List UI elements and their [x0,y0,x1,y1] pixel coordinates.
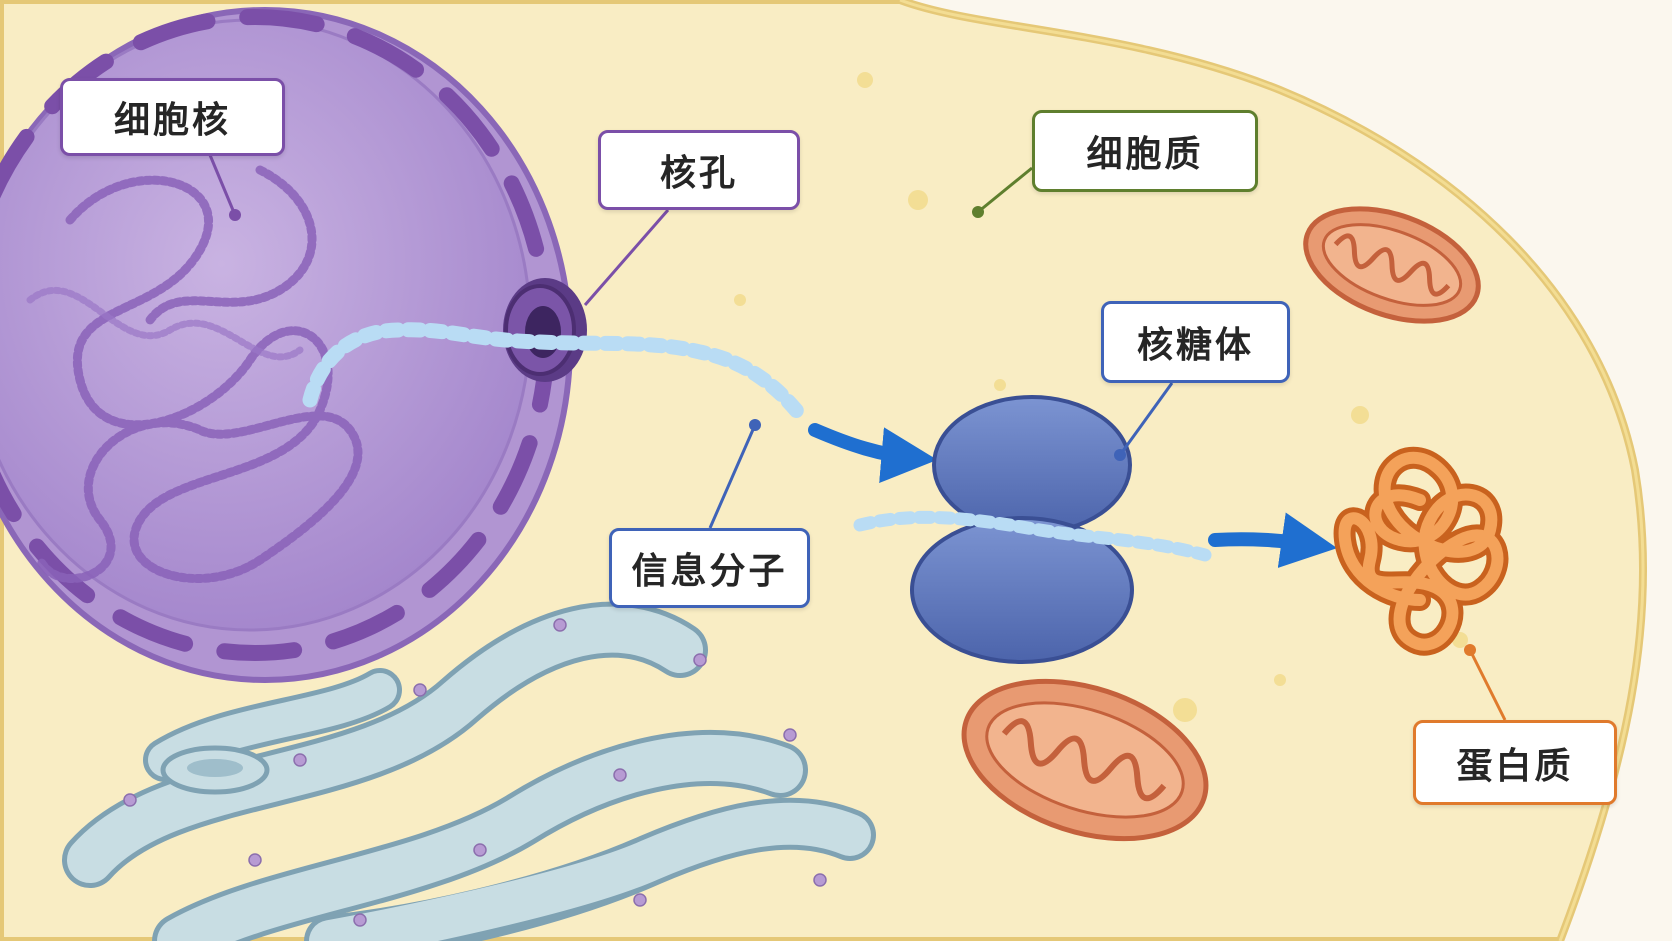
transport-arrow [808,423,938,484]
er-bound-ribosomes [123,618,827,927]
ribosome [910,395,1134,664]
leader-protein [1468,649,1507,721]
er-tube-hole [187,759,243,777]
label-ribosome: 核糖体 [1101,301,1290,383]
product-arrow [1208,512,1338,568]
messenger-molecule-beads [302,322,808,423]
leader-nuclear-pore [583,209,670,306]
label-messenger: 信息分子 [609,528,810,608]
label-cytoplasm: 细胞质 [1032,110,1258,192]
nuclear-pore [503,278,587,382]
leader-cytoplasm [977,166,1033,214]
folded-protein-highlight [1338,451,1504,651]
label-nuclear-pore: 核孔 [598,130,800,210]
ribosome-mrna-beads [853,510,1212,562]
chromatin-strand [26,286,304,361]
label-protein: 蛋白质 [1413,720,1617,805]
label-nucleus: 细胞核 [60,78,285,156]
leader-nucleus [208,154,237,216]
leader-messenger [708,424,757,529]
mitochondrion [1303,206,1481,324]
leader-lines [208,154,1507,721]
leader-ribosome [1118,382,1174,456]
leader-dots [229,206,1476,656]
mitochondrion [961,678,1209,842]
cell-membrane [899,0,1645,941]
endoplasmic-reticulum [62,601,876,941]
